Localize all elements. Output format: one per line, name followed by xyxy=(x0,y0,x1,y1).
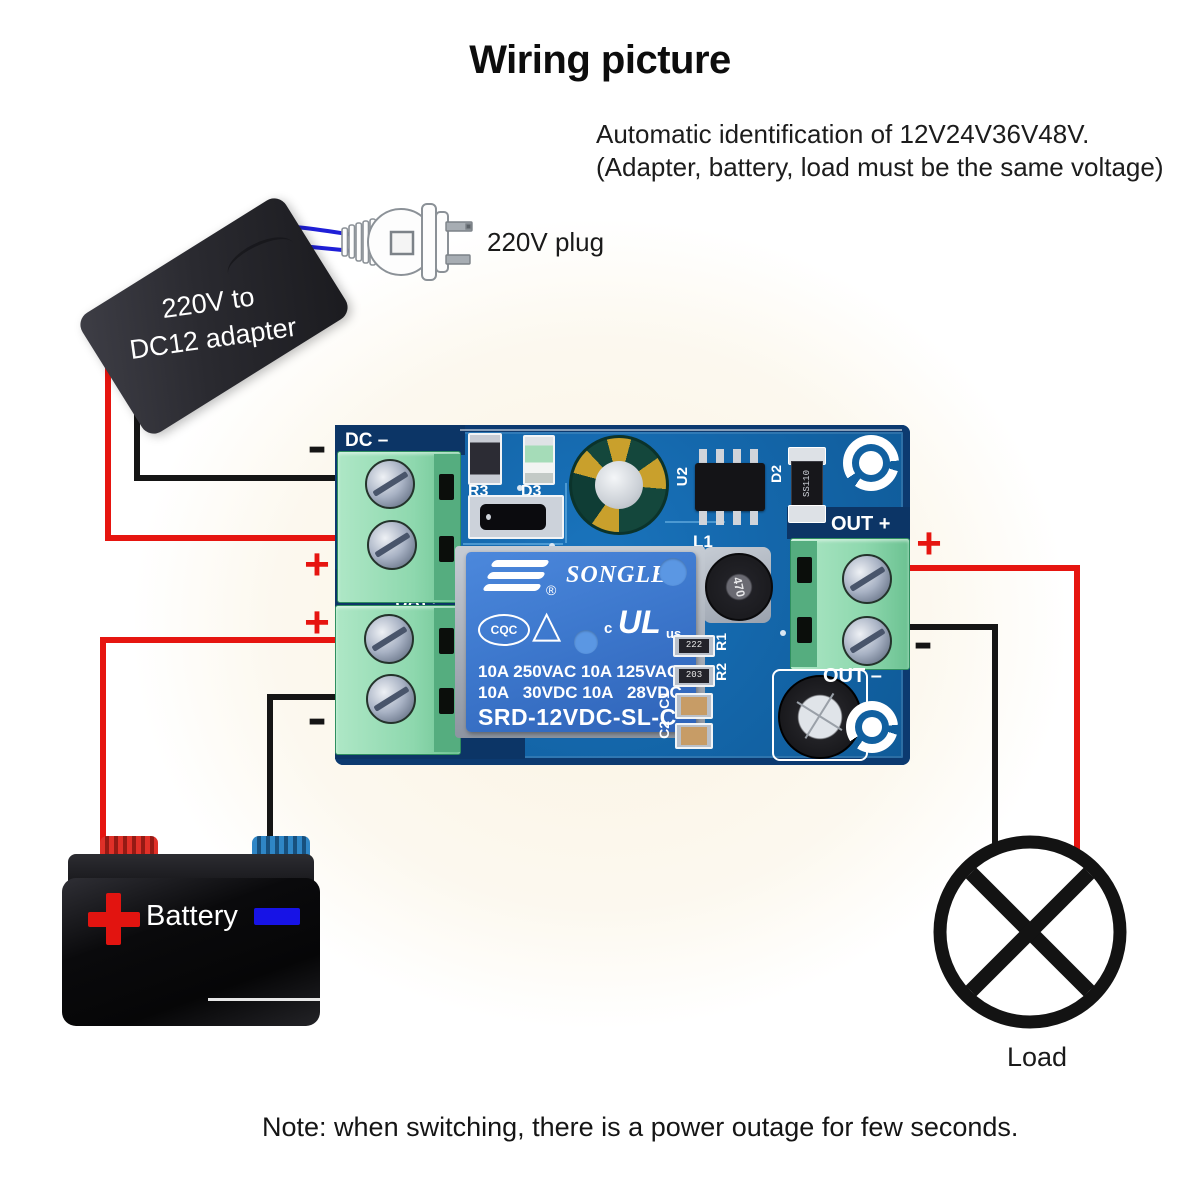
marker-out-minus: - xyxy=(913,614,933,670)
screw-dc-plus xyxy=(367,520,417,570)
chip-legs-top xyxy=(699,449,761,463)
terminal-hole xyxy=(439,688,454,714)
ul-cert-icon: UL xyxy=(618,604,661,640)
diode-marking: SS110 xyxy=(802,470,812,498)
resistor-r3 xyxy=(468,433,502,485)
terminal-hole xyxy=(439,536,454,562)
marker-dc-plus: + xyxy=(304,540,330,590)
trimmer-component xyxy=(569,435,669,535)
terminal-hole xyxy=(797,557,812,583)
terminal-hole xyxy=(797,617,812,643)
note-text: Note: when switching, there is a power o… xyxy=(262,1112,1019,1142)
resistor-r2: 203 xyxy=(673,665,715,687)
relay-ratings-line-1: 10A 250VAC 10A 125VAC xyxy=(478,662,680,681)
capacitor-body xyxy=(681,727,707,745)
wire-battery-negative xyxy=(267,694,337,850)
pcb-module: DC – DC+ BAT+ BAT– OUT + OUT – xyxy=(335,425,910,765)
relay-ratings-line-2: 10A 30VDC 10A 28VDC xyxy=(478,683,682,702)
triangle-cert-icon: △ xyxy=(532,604,562,646)
pcb-navy-patch xyxy=(335,425,465,455)
marker-out-plus: + xyxy=(916,519,942,569)
load-label: Load xyxy=(1007,1042,1068,1072)
wire-battery-positive xyxy=(100,637,337,850)
diode-d2: SS110 xyxy=(791,461,823,507)
wire-out-negative xyxy=(903,624,998,851)
pcb-via xyxy=(780,630,786,636)
pcb-silk-edge-line xyxy=(460,429,902,431)
terminal-hole xyxy=(439,628,454,654)
screw-bat-plus xyxy=(364,614,414,664)
pcb-label-u2: U2 xyxy=(674,467,691,487)
battery-plus-icon xyxy=(106,893,121,945)
pcb-label-out-plus: OUT + xyxy=(831,513,891,535)
battery: Battery xyxy=(62,836,320,1026)
pcb-label-out-minus: OUT – xyxy=(823,665,882,687)
battery-minus-icon xyxy=(254,908,300,925)
resistor-marking: 222 xyxy=(679,639,709,653)
screw-out-plus xyxy=(842,554,892,604)
capacitor-c2 xyxy=(675,723,713,749)
terminal-hole xyxy=(439,474,454,500)
screw-bat-minus xyxy=(366,674,416,724)
screw-out-minus xyxy=(842,616,892,666)
pcb-label-c1: C1 xyxy=(656,691,672,709)
capacitor-body xyxy=(681,697,707,715)
ul-c-mark: c xyxy=(604,620,613,637)
relay-dot xyxy=(574,630,598,654)
plug-label: 220V plug xyxy=(487,227,605,257)
subtitle: Automatic identification of 12V24V36V48V… xyxy=(596,118,1164,184)
battery-label: Battery xyxy=(146,900,238,932)
resistor-r1: 222 xyxy=(673,635,715,657)
pcb-label-d2: D2 xyxy=(768,465,784,483)
relay-dot xyxy=(659,558,687,586)
mounting-hole-icon xyxy=(843,435,899,491)
marker-dc-minus: - xyxy=(307,418,327,474)
pcb-via xyxy=(517,485,523,491)
battery-highlight-line xyxy=(208,998,320,1001)
load-symbol-icon xyxy=(933,835,1127,1029)
diode-body xyxy=(480,504,546,530)
relay: ® SONGLE CQC △ c UL us 10A 250VAC 10A 12… xyxy=(466,552,696,732)
pcb-label-dc-minus: DC – xyxy=(345,430,389,451)
relay-brand: SONGLE xyxy=(566,562,669,588)
pcb-label-r1: R1 xyxy=(713,633,729,651)
resistor-marking: 203 xyxy=(679,669,709,683)
relay-model: SRD-12VDC-SL-C xyxy=(478,704,677,730)
resistor-body xyxy=(470,435,500,483)
subtitle-line-1: Automatic identification of 12V24V36V48V… xyxy=(596,119,1090,149)
pcb-trace xyxy=(463,543,563,545)
wire-adapter-negative xyxy=(134,398,337,481)
plug-icon xyxy=(341,203,473,281)
chip-legs-bottom xyxy=(699,511,761,525)
capacitor-c1 xyxy=(675,693,713,719)
inductor-marking: 470 xyxy=(730,575,748,599)
marker-bat-plus: + xyxy=(304,598,330,648)
mounting-hole-icon xyxy=(846,701,898,753)
screw-dc-minus xyxy=(365,459,415,509)
pcb-label-r2: R2 xyxy=(713,663,729,681)
led-d3 xyxy=(523,435,555,485)
subtitle-line-2: (Adapter, battery, load must be the same… xyxy=(596,152,1164,182)
page-title: Wiring picture xyxy=(469,38,731,82)
pcb-label-c2: C2 xyxy=(656,721,672,739)
registered-mark: ® xyxy=(546,582,557,598)
battery-body xyxy=(62,878,320,1026)
wire-out-positive xyxy=(903,565,1080,858)
chip-u2 xyxy=(695,463,765,511)
pcb-trace xyxy=(665,521,725,523)
cqc-cert-icon: CQC xyxy=(478,614,530,646)
pcb-trace xyxy=(565,483,567,543)
led-body xyxy=(525,437,553,483)
marker-bat-minus: - xyxy=(307,690,327,746)
diode-pad xyxy=(788,505,826,523)
diode-d1 xyxy=(468,495,564,539)
wire-adapter-positive xyxy=(105,358,337,541)
inductor-l1: 470 xyxy=(705,553,773,621)
